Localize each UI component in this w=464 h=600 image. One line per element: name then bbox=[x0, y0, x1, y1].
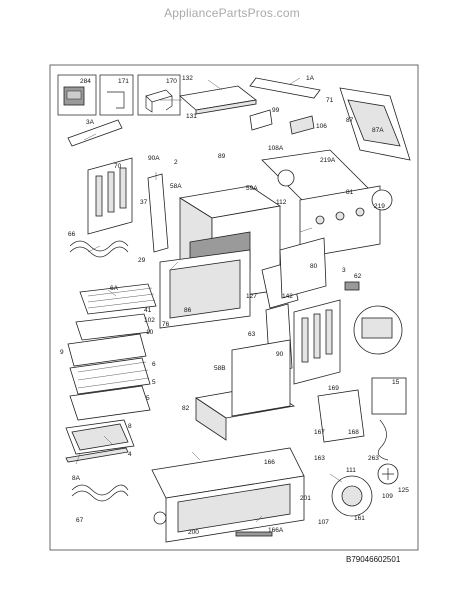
part-label: 41 bbox=[144, 307, 152, 314]
part-label: 58A bbox=[170, 183, 182, 190]
rack-lower bbox=[69, 357, 151, 395]
part-label: 132 bbox=[182, 75, 193, 82]
part-label: 125 bbox=[398, 487, 409, 494]
legend-label-171: 171 bbox=[118, 78, 129, 85]
part-label: 63 bbox=[248, 331, 256, 338]
part-label: 166A bbox=[268, 527, 284, 534]
part-labels: 1A 132 131 99 106 108A 71 87 87A 3A 70 9… bbox=[60, 75, 409, 536]
site-watermark: AppliancePartsPros.com bbox=[164, 6, 300, 20]
part-label: 111 bbox=[346, 467, 356, 474]
part-label: 89 bbox=[218, 153, 226, 160]
part-label: 168 bbox=[348, 429, 359, 436]
part-label: 58B bbox=[214, 365, 226, 372]
part-label: 10 bbox=[146, 329, 154, 336]
part-label: 5 bbox=[146, 395, 150, 402]
part-label: 66 bbox=[68, 231, 76, 238]
part-label: 9 bbox=[60, 349, 64, 356]
part-label: 71 bbox=[326, 97, 334, 104]
part-label: 6 bbox=[152, 361, 156, 368]
part-label: 70 bbox=[114, 163, 122, 170]
part-label: 201 bbox=[300, 495, 311, 502]
part-label: 4 bbox=[128, 451, 132, 458]
part-label: 127 bbox=[246, 293, 257, 300]
part-label: 8 bbox=[128, 423, 132, 430]
part-label: 3 bbox=[342, 267, 346, 274]
part-label: 1A bbox=[306, 75, 315, 82]
part-label: 62 bbox=[354, 273, 362, 280]
part-label: 142 bbox=[282, 293, 293, 300]
bracket-icon bbox=[107, 91, 125, 109]
part-label: 2 bbox=[174, 159, 178, 166]
part-label: 37 bbox=[140, 199, 148, 206]
part-label: 167 bbox=[314, 429, 325, 436]
legend-label-284: 284 bbox=[80, 78, 91, 85]
part-label: 107 bbox=[318, 519, 329, 526]
part-label: 86 bbox=[184, 307, 192, 314]
part-label: 102 bbox=[144, 317, 155, 324]
part-label: 76 bbox=[162, 321, 170, 328]
part-label: 219 bbox=[374, 203, 385, 210]
part-label: 169 bbox=[328, 385, 339, 392]
part-label: 109 bbox=[382, 493, 393, 500]
legend-box-284 bbox=[57, 74, 97, 116]
part-label: 163 bbox=[314, 455, 325, 462]
part-label: 67 bbox=[76, 517, 84, 524]
part-label: 80 bbox=[310, 263, 318, 270]
diagram-code: B79046602501 bbox=[346, 555, 401, 564]
part-label: 263 bbox=[368, 455, 379, 462]
box-bracket-icon bbox=[145, 89, 173, 113]
legend-label-170: 170 bbox=[166, 78, 177, 85]
part-label: 106 bbox=[316, 123, 327, 130]
part-label: 90A bbox=[148, 155, 160, 162]
part-label: 131 bbox=[186, 113, 197, 120]
part-label: 90 bbox=[276, 351, 284, 358]
broil-element-lower bbox=[71, 484, 129, 502]
part-label: 59A bbox=[246, 185, 258, 192]
part-label: 82 bbox=[182, 405, 190, 412]
part-label: 166 bbox=[264, 459, 275, 466]
part-label: 5 bbox=[152, 379, 156, 386]
part-label: 8A bbox=[72, 475, 81, 482]
part-label: 108A bbox=[268, 145, 284, 152]
diagram-frame bbox=[49, 64, 419, 551]
part-label: 161 bbox=[354, 515, 365, 522]
legend-box-171 bbox=[99, 74, 134, 116]
part-label: 87A bbox=[372, 127, 384, 134]
part-label: 15 bbox=[392, 379, 400, 386]
part-label: 87 bbox=[346, 117, 354, 124]
part-label: 99 bbox=[272, 107, 280, 114]
bake-element-upper bbox=[69, 240, 129, 258]
part-label: 81 bbox=[346, 189, 354, 196]
part-label: 6A bbox=[110, 285, 119, 292]
part-label: 200 bbox=[188, 529, 199, 536]
top-trim bbox=[249, 77, 321, 99]
part-label: 219A bbox=[320, 157, 336, 164]
part-label: 29 bbox=[138, 257, 146, 264]
legend-box-170 bbox=[137, 74, 181, 116]
part-label: 3A bbox=[86, 119, 95, 126]
part-label: 112 bbox=[276, 199, 287, 206]
